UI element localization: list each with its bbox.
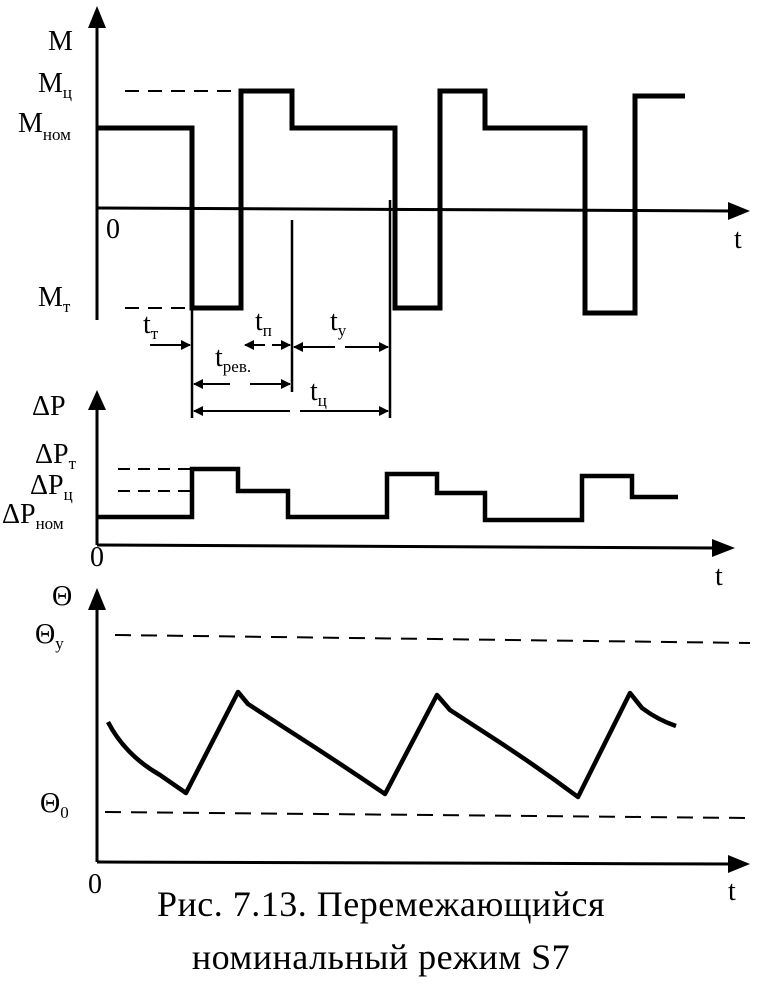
- ty-label: tу: [330, 306, 347, 340]
- loss-y-axis-arrow: [88, 390, 106, 410]
- torque-y-axis-arrow: [88, 6, 106, 28]
- temp-x-axis: [96, 860, 731, 866]
- loss-x-label: t: [715, 561, 723, 592]
- loss-y-label: ΔP: [32, 391, 66, 422]
- trev-label: tрев.: [215, 342, 251, 376]
- loss-origin-label: 0: [90, 542, 104, 573]
- torque-y-label: M: [48, 26, 73, 57]
- mc-label: Mц: [38, 68, 72, 102]
- loss-x-axis: [96, 543, 716, 550]
- torque-x-label: t: [734, 224, 742, 255]
- pnom-label: ΔPном: [2, 499, 64, 533]
- ambient-temp-dashed-line: [104, 811, 751, 819]
- torque-panel: M t 0 Mц Mном Mт tт tп tу tрев. tц: [18, 6, 750, 418]
- ambient-temp-label: Θ0: [40, 788, 69, 822]
- tc-label: tц: [310, 376, 327, 410]
- temperature-curve: [106, 689, 677, 800]
- temp-origin-label: 0: [88, 869, 102, 900]
- temp-x-label: t: [728, 876, 736, 907]
- loss-x-axis-arrow: [712, 539, 735, 557]
- torque-origin-label: 0: [106, 214, 120, 245]
- tt-label: tт: [143, 309, 159, 343]
- loss-panel: ΔP t 0 ΔPт ΔPц ΔPном: [2, 390, 735, 592]
- mnom-label: Mном: [18, 108, 71, 144]
- torque-x-axis: [96, 206, 736, 213]
- loss-waveform: [97, 466, 678, 523]
- temp-y-axis-arrow: [88, 588, 106, 610]
- torque-x-axis-arrow: [728, 202, 750, 220]
- temp-y-label: Θ: [52, 581, 72, 612]
- pt-label: ΔPт: [35, 439, 77, 473]
- figure-caption-line-1: Рис. 7.13. Перемежающийся: [156, 884, 605, 924]
- tp-label: tп: [255, 306, 272, 340]
- torque-waveform: [97, 88, 685, 316]
- mt-label: Mт: [38, 282, 71, 316]
- steady-temp-dashed-line: [114, 634, 751, 644]
- steady-temp-label: Θу: [35, 619, 64, 653]
- pc-label: ΔPц: [30, 470, 73, 504]
- temp-x-axis-arrow: [728, 855, 750, 873]
- figure-caption-line-2: номинальный режим S7: [191, 937, 571, 977]
- temperature-panel: Θ t 0 Θу Θ0: [35, 581, 751, 907]
